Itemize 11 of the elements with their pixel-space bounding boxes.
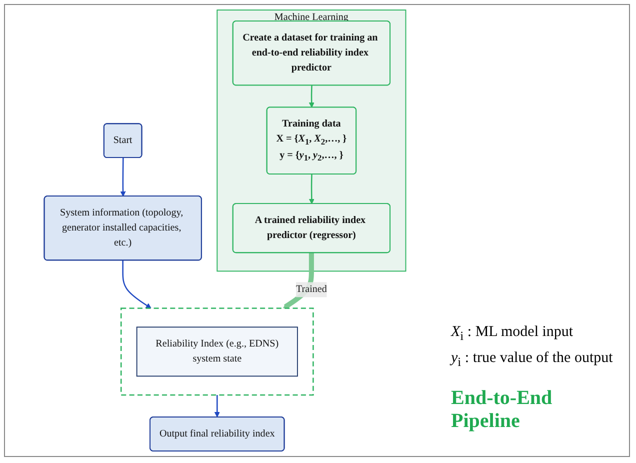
node-box: Reliability Index (e.g., EDNS) system state xyxy=(136,326,298,377)
arrow xyxy=(122,260,152,308)
legend-note: X$_{i}$ : ML model input xyxy=(451,324,574,344)
arrow xyxy=(308,174,314,204)
arrow xyxy=(120,158,126,197)
cluster xyxy=(120,308,314,396)
edge-label: Trained xyxy=(296,284,327,295)
arrow xyxy=(214,395,220,418)
legend-note: y$_{i}$ : true value of the output xyxy=(451,350,614,370)
diagram-caption: End-to-End Pipeline xyxy=(451,387,554,433)
arrow xyxy=(308,85,314,108)
